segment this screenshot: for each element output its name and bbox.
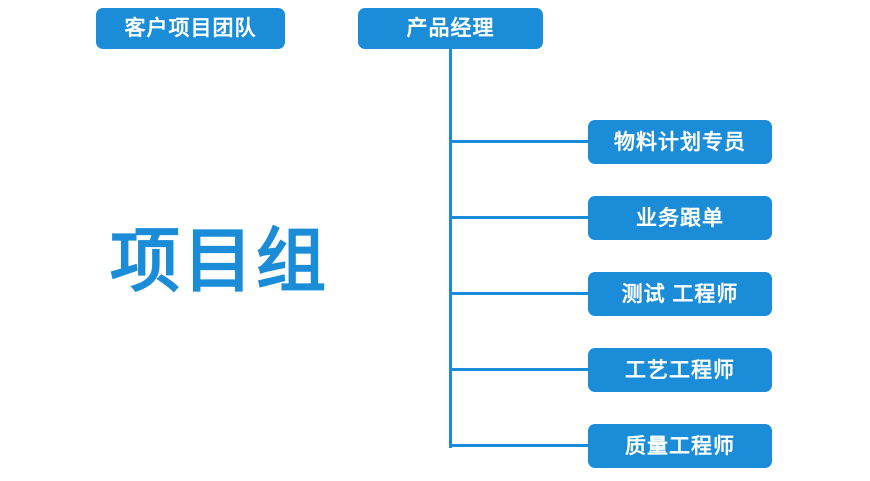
diagram-caption: 项目组 [110,222,329,300]
node-quality-engineer[interactable]: 质量工程师 [588,424,772,468]
node-test-engineer[interactable]: 测试 工程师 [588,272,772,316]
node-client-project-team[interactable]: 客户项目团队 [96,8,285,49]
connector-branch-process-engineer [449,368,590,371]
connector-branch-quality-engineer [449,444,590,447]
connector-branch-test-engineer [449,292,590,295]
node-product-manager[interactable]: 产品经理 [358,8,543,49]
node-process-engineer[interactable]: 工艺工程师 [588,348,772,392]
node-material-planner[interactable]: 物料计划专员 [588,120,772,164]
node-business-merchandiser[interactable]: 业务跟单 [588,196,772,240]
connector-branch-material-planner [449,140,590,143]
connector-branch-business-merchandiser [449,216,590,219]
connector-trunk-vertical [449,47,452,448]
